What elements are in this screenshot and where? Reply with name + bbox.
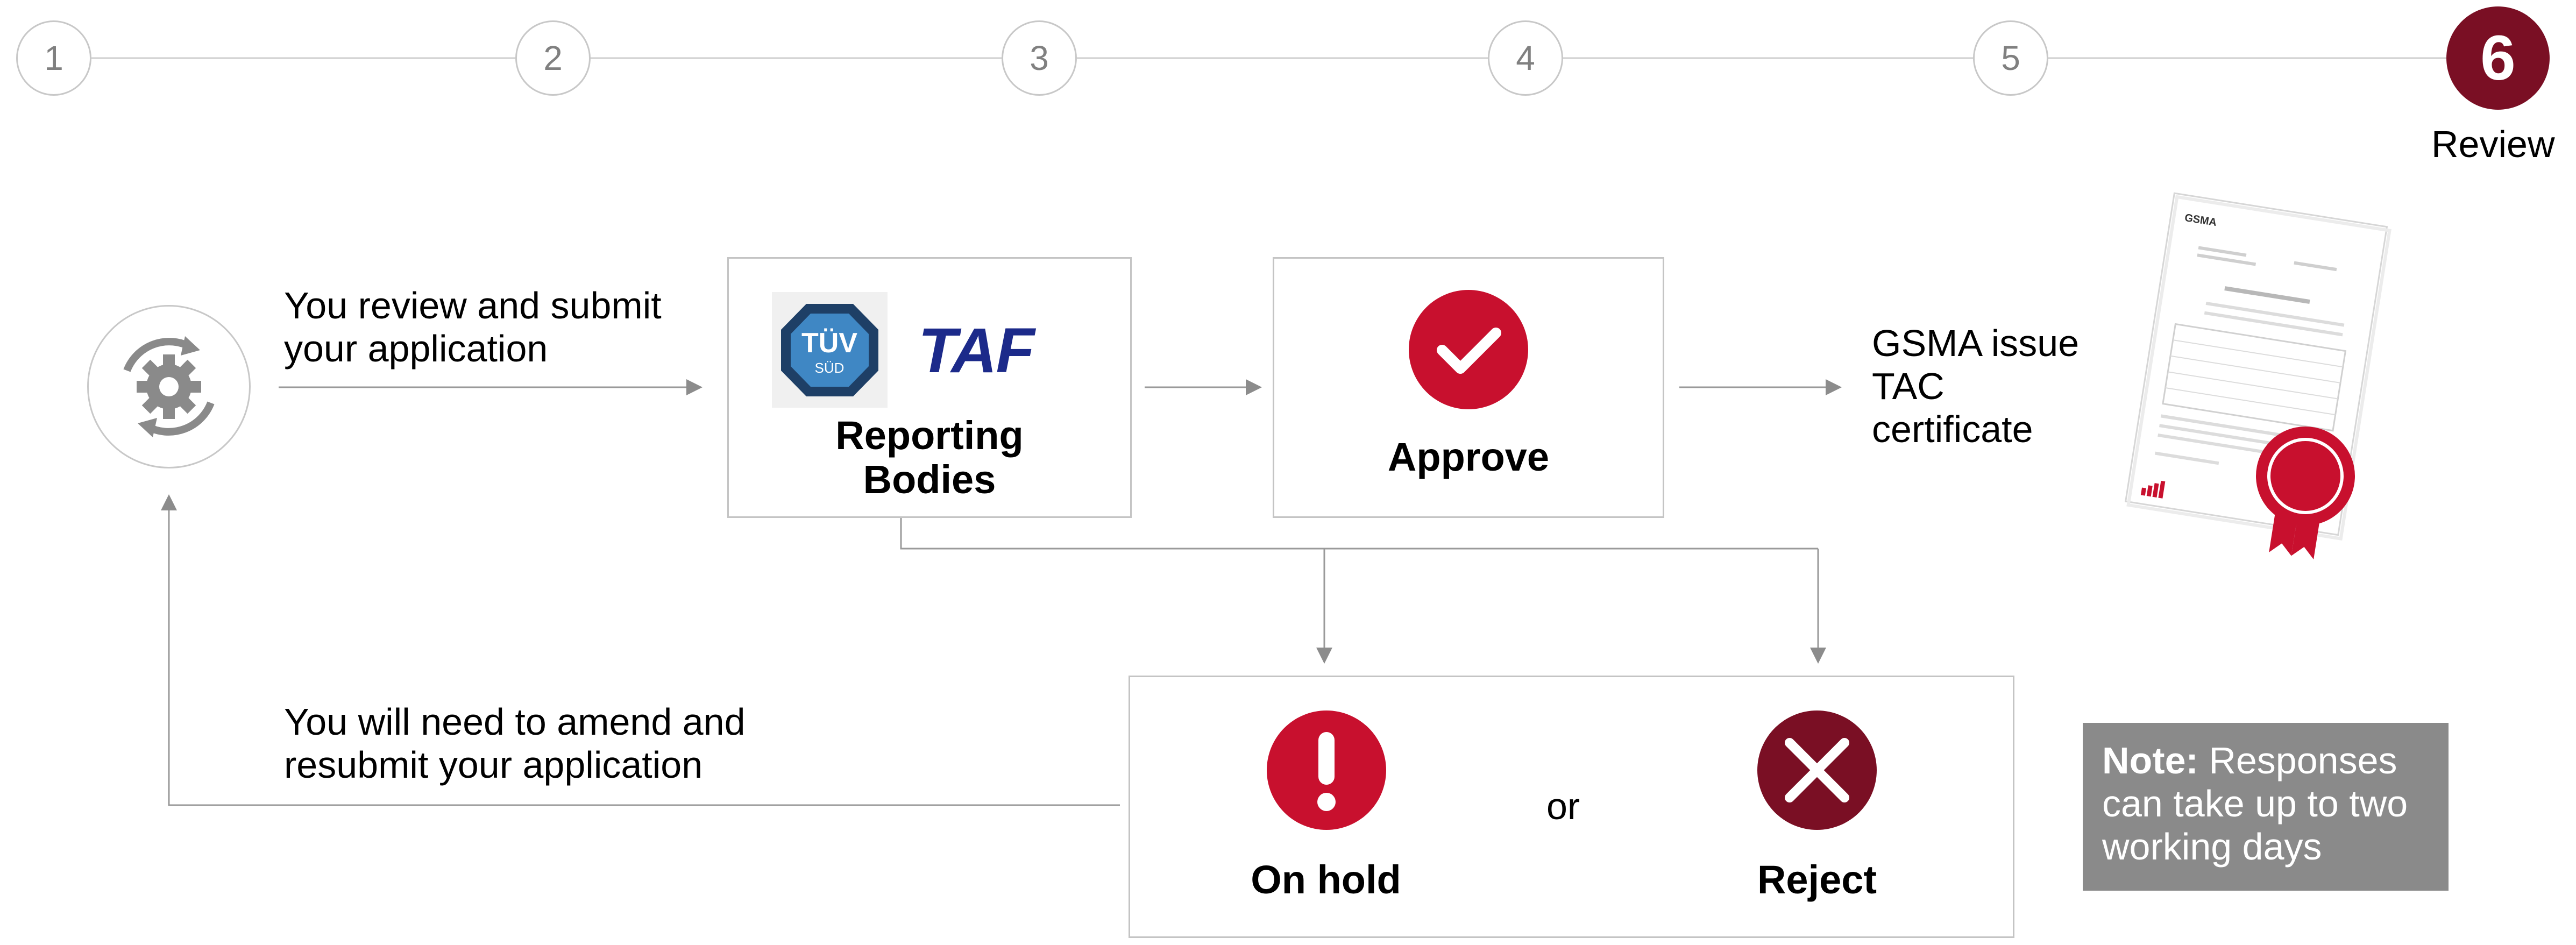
- submit-text-line-2: your application: [284, 328, 548, 370]
- note-line-1: Note: Responses: [2102, 739, 2429, 782]
- amend-text-line-1: You will need to amend and: [284, 701, 746, 743]
- approve-box: Approve: [1273, 257, 1664, 518]
- reject-label: Reject: [1757, 857, 1877, 902]
- step-4-number: 4: [1516, 39, 1535, 77]
- step-2-number: 2: [543, 39, 563, 77]
- gsma-issue-text: GSMA issue TAC certificate: [1872, 322, 2079, 451]
- note-line-3: working days: [2102, 826, 2322, 868]
- step-6: 6: [2446, 6, 2550, 110]
- reporting-bodies-label-line-1: Reporting: [835, 413, 1024, 458]
- gsma-issue-line-2: TAC: [1872, 365, 1945, 407]
- step-6-number: 6: [2480, 23, 2516, 94]
- step-3: 3: [1002, 20, 1077, 96]
- taf-logo: TAF: [918, 315, 1035, 386]
- note-prefix: Note:: [2102, 740, 2198, 781]
- tuv-logo: TÜV SÜD: [772, 292, 888, 408]
- note-box: Note: Responses can take up to two worki…: [2083, 723, 2449, 891]
- or-label: or: [1546, 785, 1580, 827]
- settings-cycle-icon: [87, 305, 251, 468]
- reject-x-icon: [1757, 710, 1877, 830]
- outcome-box: On hold or Reject: [1129, 676, 2014, 938]
- exclamation-icon: [1267, 710, 1386, 830]
- step-6-label: Review: [2431, 123, 2555, 165]
- on-hold-label: On hold: [1251, 857, 1401, 902]
- step-1: 1: [16, 20, 91, 96]
- reporting-bodies-label-line-2: Bodies: [863, 457, 996, 502]
- step-4: 4: [1488, 20, 1563, 96]
- note-text-1: Responses: [2198, 740, 2397, 781]
- step-3-number: 3: [1030, 39, 1049, 77]
- step-2: 2: [515, 20, 591, 96]
- amend-text-line-2: resubmit your application: [284, 744, 703, 786]
- step-5: 5: [1973, 20, 2048, 96]
- step-1-number: 1: [44, 39, 63, 77]
- gsma-issue-line-1: GSMA issue: [1872, 322, 2080, 364]
- tuv-logo-text: TÜV: [801, 328, 857, 359]
- amend-text: You will need to amend and resubmit your…: [284, 700, 746, 786]
- approve-label: Approve: [1387, 435, 1550, 479]
- submit-text-line-1: You review and submit: [284, 285, 662, 326]
- reporting-bodies-label: Reporting Bodies: [729, 414, 1130, 502]
- reporting-bodies-box: TÜV SÜD TAF Reporting Bodies: [727, 257, 1132, 518]
- step-5-number: 5: [2001, 39, 2020, 77]
- certificate-icon: GSMA: [2098, 186, 2399, 578]
- tuv-logo-subtext: SÜD: [815, 360, 845, 376]
- checkmark-icon: [1409, 290, 1528, 409]
- gsma-issue-line-3: certificate: [1872, 408, 2033, 450]
- note-line-2: can take up to two: [2102, 783, 2408, 825]
- submit-text: You review and submit your application: [284, 284, 662, 370]
